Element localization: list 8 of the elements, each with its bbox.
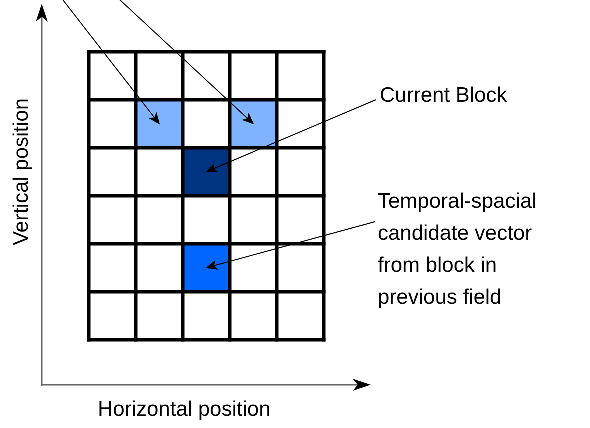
axis-label: Vertical position [9,98,34,246]
leader-line [206,100,376,172]
callout-text: Temporal-spacial candidate vector from block in previous field [378,189,538,311]
leader-line [206,222,376,270]
callout-text: Current Block [380,83,508,109]
leader-line [120,0,254,125]
leader-line [62,0,160,125]
axis-label: Horizontal position [98,398,271,421]
